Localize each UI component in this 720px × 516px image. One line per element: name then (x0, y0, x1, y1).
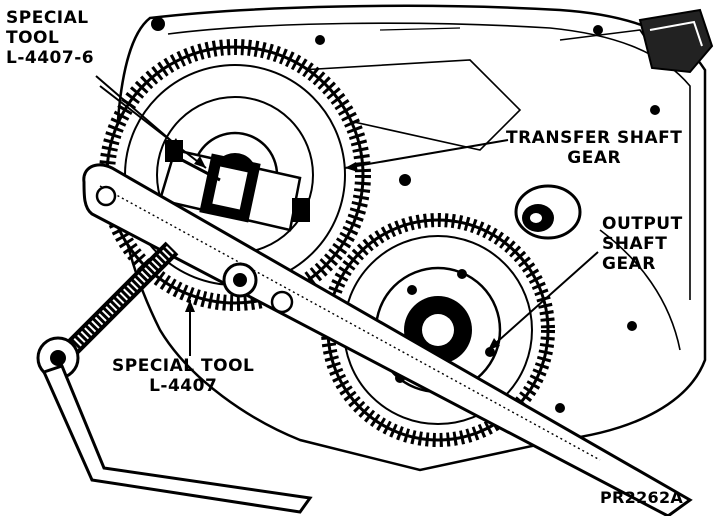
transfer-shaft-gear-line1: TRANSFER SHAFT (506, 128, 683, 148)
t-handle-screw (36, 241, 313, 514)
mounting-boss (638, 8, 714, 74)
case-roller (514, 184, 582, 240)
special-tool-bottom-line2: L-4407 (149, 376, 218, 396)
output-shaft-gear-line2: SHAFT (602, 234, 668, 254)
output-shaft-gear-line1: OUTPUT (602, 214, 683, 234)
transfer-shaft-gear-line2: GEAR (567, 148, 622, 168)
output-shaft-gear-line3: GEAR (602, 254, 656, 274)
special-tool-wrench (82, 163, 693, 516)
puller-tool (158, 140, 310, 232)
figure-code: PR2262A (600, 488, 684, 507)
special-tool-top-line1: SPECIAL (6, 8, 89, 28)
special-tool-top-line2: TOOL (6, 28, 60, 48)
special-tool-top-line3: L-4407-6 (6, 48, 95, 68)
output-shaft-gear (321, 213, 555, 447)
transfer-shaft-gear-label: TRANSFER SHAFT GEAR (506, 128, 682, 168)
leader-arrowheads (170, 138, 500, 350)
housing-bolts (151, 17, 660, 413)
special-tool-label-top: SPECIAL TOOL L-4407-6 (6, 8, 94, 68)
special-tool-bottom-line1: SPECIAL TOOL (112, 356, 255, 376)
special-tool-label-bottom: SPECIAL TOOL L-4407 (112, 356, 254, 396)
output-shaft-gear-label: OUTPUT SHAFT GEAR (602, 214, 683, 274)
